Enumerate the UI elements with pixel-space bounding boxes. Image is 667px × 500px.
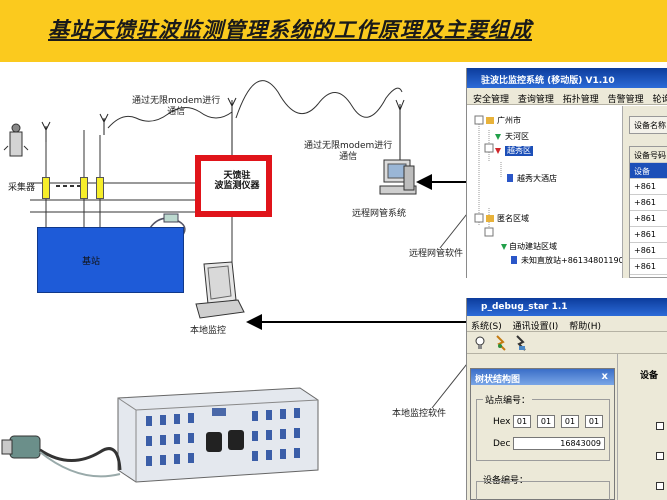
modem-label-right-line1: 通过无限modem进行 [304, 141, 393, 151]
dialog-titlebar: 树状结构图 x [471, 369, 614, 385]
tree-node-repeater[interactable]: 未知直放站+8613480119047 [521, 256, 634, 265]
menu-system[interactable]: 系统(S) [471, 322, 502, 332]
instrument-label-line1: 天馈驻 [223, 171, 251, 181]
tree-node-hotel[interactable]: 越秀大酒店 [517, 174, 557, 183]
instrument-box: 天馈驻 波监测仪器 [195, 155, 272, 217]
debug-window-title: p_debug_star 1.1 [481, 302, 568, 312]
antenna-left [99, 113, 109, 135]
lightbulb-icon[interactable] [475, 336, 485, 349]
site-group-box [476, 399, 610, 461]
option-checkbox[interactable] [656, 482, 664, 490]
modem-label-left-line1: 通过无限modem进行 [132, 96, 221, 106]
device-group-box [476, 481, 610, 500]
connect-icon[interactable] [496, 335, 506, 351]
remote-window-title: 驻波比监控系统 (移动版) V1.10 [481, 76, 615, 86]
remote-system-label: 远程网管系统 [352, 209, 407, 219]
dec-label: Dec [493, 439, 511, 449]
base-station-label: 基站 [82, 257, 101, 267]
dialog-title: 树状结构图 [475, 375, 521, 385]
wireless-wave-right [235, 80, 403, 119]
menu-alarm[interactable]: 告警管理 [607, 95, 644, 105]
remote-software-window: 驻波比监控系统 (移动版) V1.10 安全管理 查询管理 拓扑管理 告警管理 … [466, 68, 667, 278]
menu-help[interactable]: 帮助(H) [569, 322, 601, 332]
region-tree: 广州市 天河区 越秀区 越秀大酒店 匿名区域 自动建站区域 未知直放站+8613… [467, 106, 634, 278]
table-row[interactable]: +861 [630, 195, 667, 211]
device-grid: 设备号码 设备 +861 +861 +861 +861 +861 +861 [629, 146, 667, 278]
tree-node-guangzhou[interactable]: 广州市 [497, 116, 521, 125]
debug-window-menu: 系统(S) 通讯设置(I) 帮助(H) [467, 316, 667, 332]
modem-label-right: 通过无限modem进行 通信 [304, 141, 392, 163]
hardware-ports [146, 408, 300, 466]
table-row[interactable]: +861 [630, 227, 667, 243]
tree-node-anonymous[interactable]: 匿名区域 [497, 214, 529, 223]
device-name-button[interactable]: 设备名称 [629, 116, 667, 134]
antenna-right [395, 99, 405, 160]
modem-label-left-line2: 通信 [167, 107, 186, 117]
page-title: 基站天馈驻波监测管理系统的工作原理及主要组成 [48, 17, 532, 42]
remote-software-label: 远程网管软件 [409, 249, 464, 259]
instrument-label-line2: 波监测仪器 [214, 181, 260, 191]
sensor-right [96, 177, 104, 199]
table-row[interactable]: +861 [630, 211, 667, 227]
collector-label: 采集器 [8, 183, 36, 193]
remote-window-menu: 安全管理 查询管理 拓扑管理 告警管理 轮询管理 [467, 88, 667, 105]
table-row[interactable]: +861 [630, 259, 667, 275]
debug-window-titlebar: p_debug_star 1.1 [467, 298, 667, 316]
computer-icon [379, 159, 417, 195]
option-checkbox[interactable] [656, 452, 664, 460]
feeder-lines [30, 130, 195, 227]
device-settings-panel: 设备 [617, 354, 667, 500]
tree-node-yuexiu[interactable]: 越秀区 [505, 146, 533, 156]
dec-input[interactable]: 16843009 [513, 437, 605, 450]
local-software-label: 本地监控软件 [392, 409, 447, 419]
tree-node-auto-site[interactable]: 自动建站区域 [509, 242, 557, 251]
title-banner: 基站天馈驻波监测管理系统的工作原理及主要组成 [0, 0, 667, 62]
base-station-box: 基站 [37, 227, 184, 293]
sensor-cable-icon [1, 435, 122, 478]
collector-device-icon [3, 123, 29, 157]
disconnect-icon[interactable] [516, 335, 526, 351]
table-row[interactable]: +861 [630, 179, 667, 195]
menu-comm-settings[interactable]: 通讯设置(I) [512, 322, 559, 332]
table-row[interactable]: 设备 [630, 163, 667, 179]
menu-topology[interactable]: 拓扑管理 [562, 95, 599, 105]
debug-toolbar [467, 332, 667, 354]
modem-label-left: 通过无限modem进行 通信 [132, 96, 220, 118]
menu-security[interactable]: 安全管理 [473, 95, 510, 105]
tree-node-tianhe[interactable]: 天河区 [505, 132, 529, 141]
menu-polling[interactable]: 轮询管理 [652, 95, 667, 105]
close-icon[interactable]: x [601, 371, 608, 382]
device-settings-heading: 设备 [640, 371, 659, 381]
wireless-wave-left [107, 107, 233, 129]
laptop-icon [195, 261, 245, 319]
hex-input[interactable]: 01 [537, 415, 555, 428]
local-software-window: p_debug_star 1.1 系统(S) 通讯设置(I) 帮助(H) 树状结… [466, 298, 667, 500]
instrument-label: 天馈驻 波监测仪器 [207, 171, 267, 191]
local-monitor-label: 本地监控 [190, 326, 227, 336]
hex-label: Hex [493, 417, 511, 427]
antenna-collector [41, 121, 51, 142]
menu-query[interactable]: 查询管理 [517, 95, 554, 105]
hex-input[interactable]: 01 [585, 415, 603, 428]
remote-window-titlebar: 驻波比监控系统 (移动版) V1.10 [467, 68, 667, 88]
option-checkbox[interactable] [656, 422, 664, 430]
hex-input[interactable]: 01 [513, 415, 531, 428]
tree-connectors [474, 115, 517, 264]
device-panel: 设备名称 设备号码 设备 +861 +861 +861 +861 +861 +8… [622, 106, 667, 278]
sensor-mid [80, 177, 88, 199]
sensor-left [42, 177, 50, 199]
toolbar-icons [475, 335, 526, 351]
site-number-label: 站点编号： [483, 393, 533, 406]
device-grid-header: 设备号码 [630, 147, 667, 163]
hex-input[interactable]: 01 [561, 415, 579, 428]
modem-label-right-line2: 通信 [339, 152, 358, 162]
tree-structure-dialog: 树状结构图 x 站点编号： Hex 01 01 01 01 Dec 168430… [470, 368, 615, 500]
table-row[interactable]: +861 [630, 243, 667, 259]
hardware-photo [117, 387, 319, 483]
antenna-center [227, 97, 237, 155]
